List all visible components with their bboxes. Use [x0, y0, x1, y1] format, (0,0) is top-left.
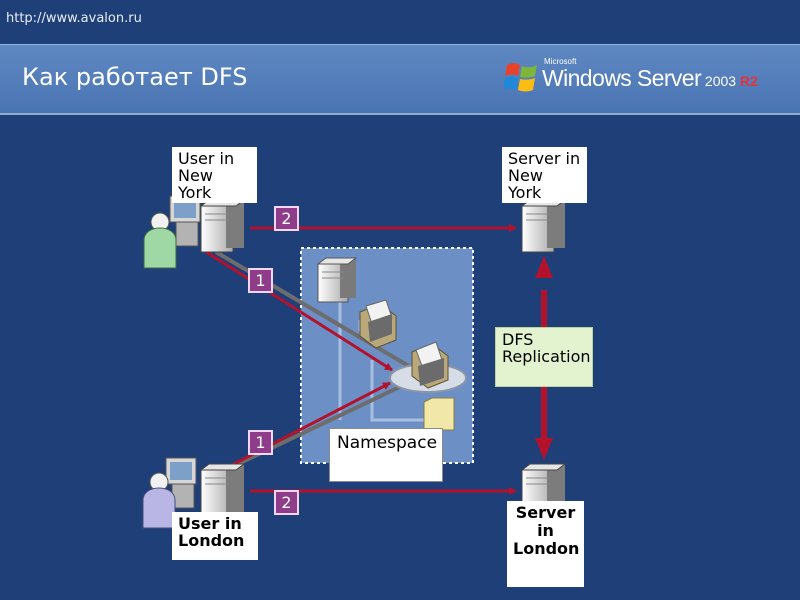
folder-icon: [423, 397, 455, 431]
user-london-server-icon: [199, 463, 246, 517]
version-label: 2003: [701, 73, 740, 89]
label-server-london: Server in London: [507, 501, 584, 587]
windows-server-logo: Microsoft Windows Server 2003 R2: [504, 57, 784, 101]
windows-flag-icon: [504, 63, 537, 92]
replication-arrowhead-down: [535, 438, 553, 460]
shared-folder-icon: [359, 299, 397, 349]
product-label: Windows Server: [542, 65, 702, 91]
edition-label: R2: [739, 73, 758, 89]
namespace-server-icon: [316, 257, 358, 303]
label-namespace: Namespace: [329, 428, 443, 482]
label-server-new-york: Server in New York: [502, 147, 587, 203]
label-dfs-replication: DFS Replication: [495, 327, 593, 387]
url-text[interactable]: http://www.avalon.ru: [6, 11, 142, 26]
server-new-york-icon: [520, 199, 567, 253]
label-user-london: User in London: [172, 512, 258, 560]
step-badge-ny-server: 2: [274, 206, 299, 231]
microsoft-wordmark: Microsoft: [544, 57, 577, 66]
user-london-icon: [142, 457, 197, 529]
title-bar: Как работает DFS Microsoft Windows Serve…: [0, 44, 800, 115]
user-new-york-server-icon: [199, 199, 246, 253]
step-badge-london-server: 2: [274, 490, 299, 515]
step-badge-ny-namespace: 1: [248, 268, 273, 293]
user-new-york-icon: [143, 195, 201, 269]
slide-title: Как работает DFS: [22, 63, 248, 91]
replication-arrowhead-up: [535, 256, 553, 278]
label-user-new-york: User in New York: [172, 147, 257, 203]
arrow-ny-to-namespace: [202, 248, 393, 372]
step-badge-london-namespace: 1: [248, 430, 273, 455]
namespace-root-icon: [389, 341, 467, 393]
product-name: Windows Server 2003 R2: [542, 65, 758, 92]
